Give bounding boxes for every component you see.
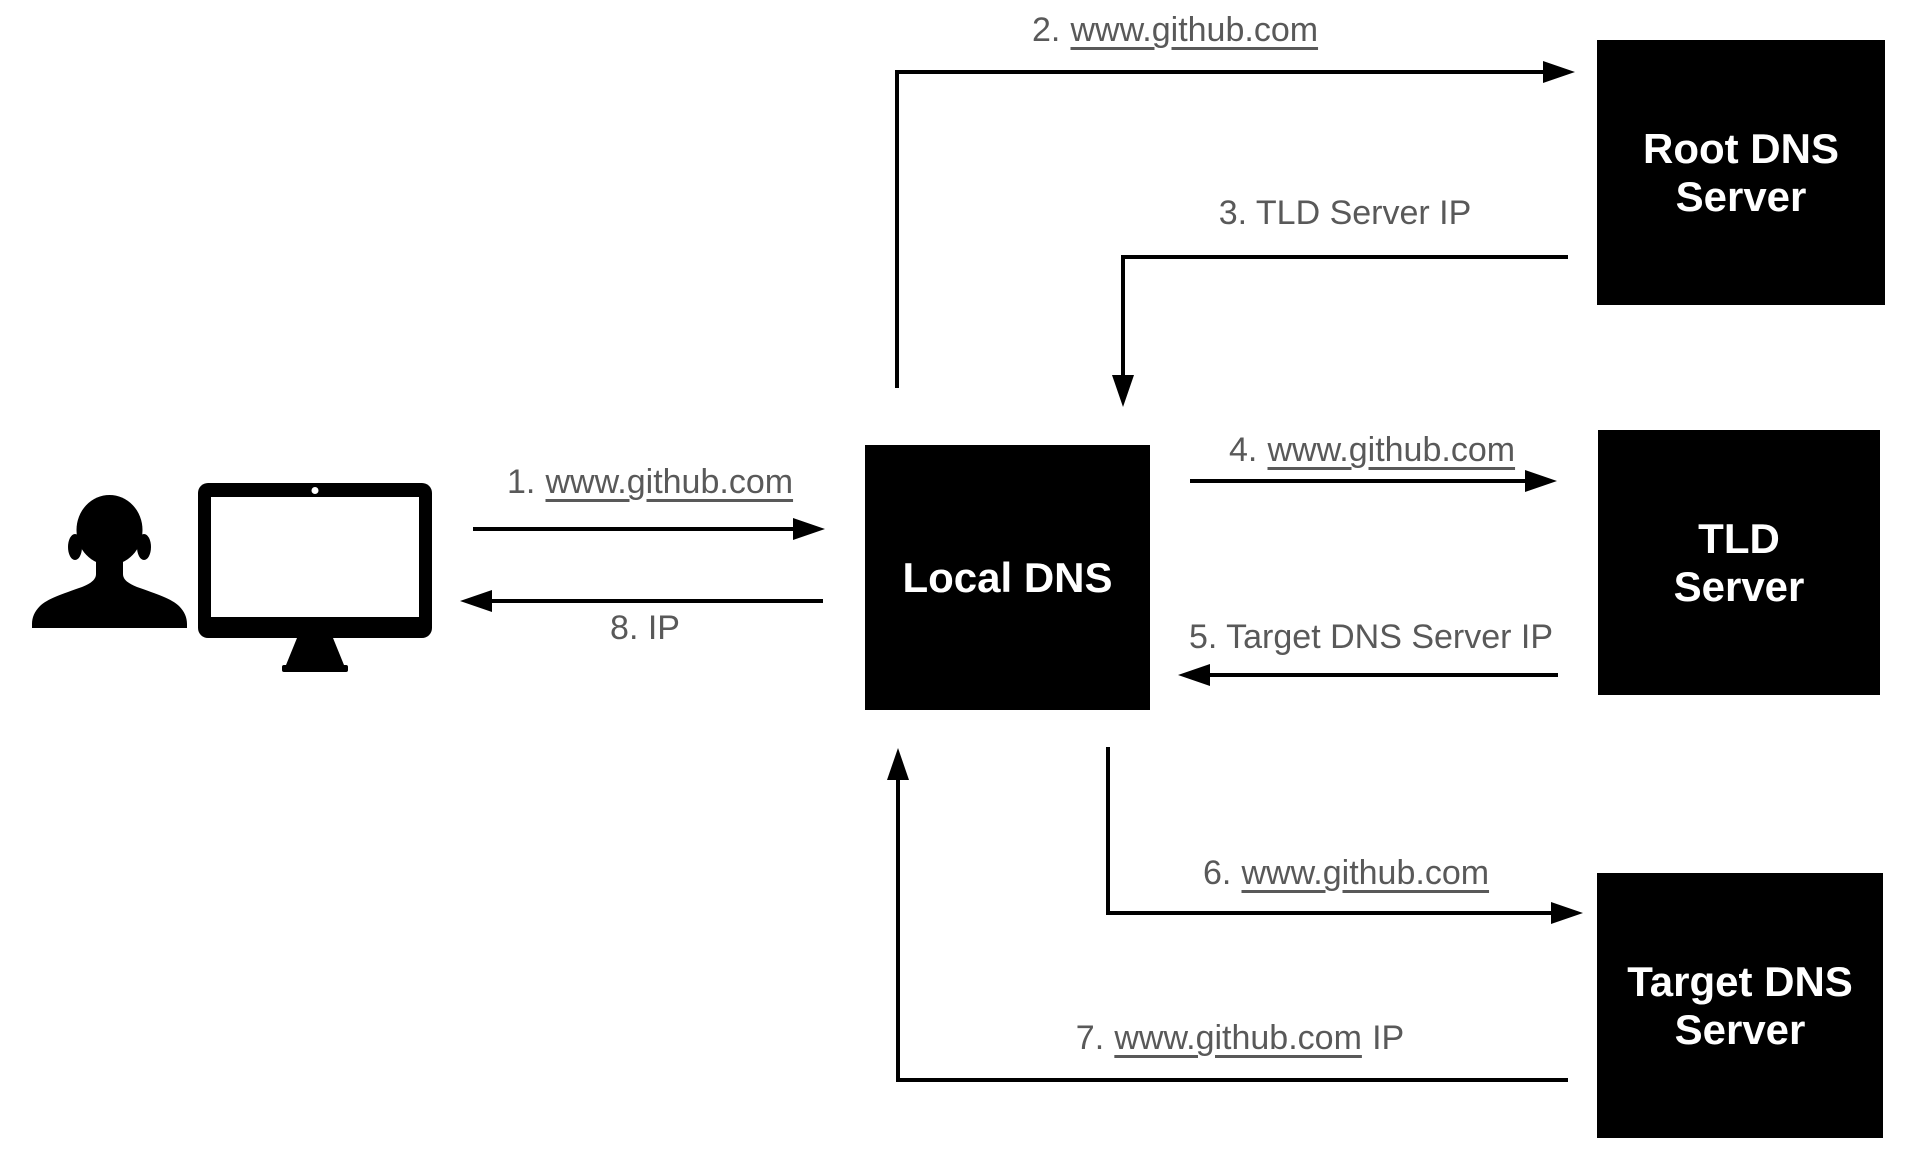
- message-4-label: 4.www.github.com: [1229, 430, 1515, 471]
- root-dns-label-line2: Server: [1675, 172, 1807, 220]
- message-7-suffix: IP: [1372, 1019, 1405, 1057]
- message-2-hostname: www.github.com: [1070, 11, 1319, 49]
- message-7-label: 7.www.github.com IP: [1076, 1018, 1404, 1059]
- arrow-step-8: [460, 590, 823, 612]
- local-dns-label: Local DNS: [902, 553, 1113, 601]
- arrow-step-2: [895, 61, 1575, 388]
- message-4-hostname: www.github.com: [1267, 431, 1516, 469]
- message-5-text: 5. Target DNS Server IP: [1188, 618, 1554, 656]
- message-6-label: 6.www.github.com: [1203, 853, 1489, 894]
- message-8-text: 8. IP: [610, 609, 680, 647]
- message-6-hostname: www.github.com: [1241, 854, 1490, 892]
- message-1-label: 1.www.github.com: [507, 462, 793, 503]
- message-1-hostname: www.github.com: [545, 463, 794, 501]
- arrow-step-3: [1112, 255, 1568, 407]
- message-7-hostname: www.github.com: [1114, 1019, 1362, 1057]
- message-3-label: 3. TLD Server IP: [1219, 193, 1472, 234]
- arrow-step-6: [1106, 747, 1583, 924]
- target-dns-server-node: Target DNS Server: [1597, 873, 1883, 1138]
- arrow-step-4: [1190, 470, 1557, 492]
- tld-label-line1: TLD: [1698, 514, 1780, 562]
- target-dns-label-line2: Server: [1674, 1005, 1806, 1053]
- target-dns-label-line1: Target DNS: [1627, 957, 1853, 1005]
- message-1-number: 1.: [506, 463, 536, 501]
- person-icon: [32, 495, 187, 628]
- tld-label-line2: Server: [1673, 562, 1805, 610]
- message-3-text: 3. TLD Server IP: [1218, 194, 1472, 232]
- root-dns-server-node: Root DNS Server: [1597, 40, 1885, 305]
- message-2-number: 2.: [1031, 11, 1061, 49]
- arrow-step-5: [1178, 664, 1558, 686]
- message-8-label: 8. IP: [610, 608, 680, 649]
- message-2-label: 2.www.github.com: [1032, 10, 1318, 51]
- root-dns-label-line1: Root DNS: [1643, 124, 1839, 172]
- tld-server-node: TLD Server: [1598, 430, 1880, 695]
- monitor-icon: [198, 483, 432, 672]
- local-dns-node: Local DNS: [865, 445, 1150, 710]
- message-4-number: 4.: [1228, 431, 1258, 469]
- message-6-number: 6.: [1202, 854, 1232, 892]
- arrow-step-1: [473, 518, 825, 540]
- message-5-label: 5. Target DNS Server IP: [1189, 617, 1553, 658]
- message-7-number: 7.: [1075, 1019, 1105, 1057]
- arrow-step-7: [887, 748, 1568, 1082]
